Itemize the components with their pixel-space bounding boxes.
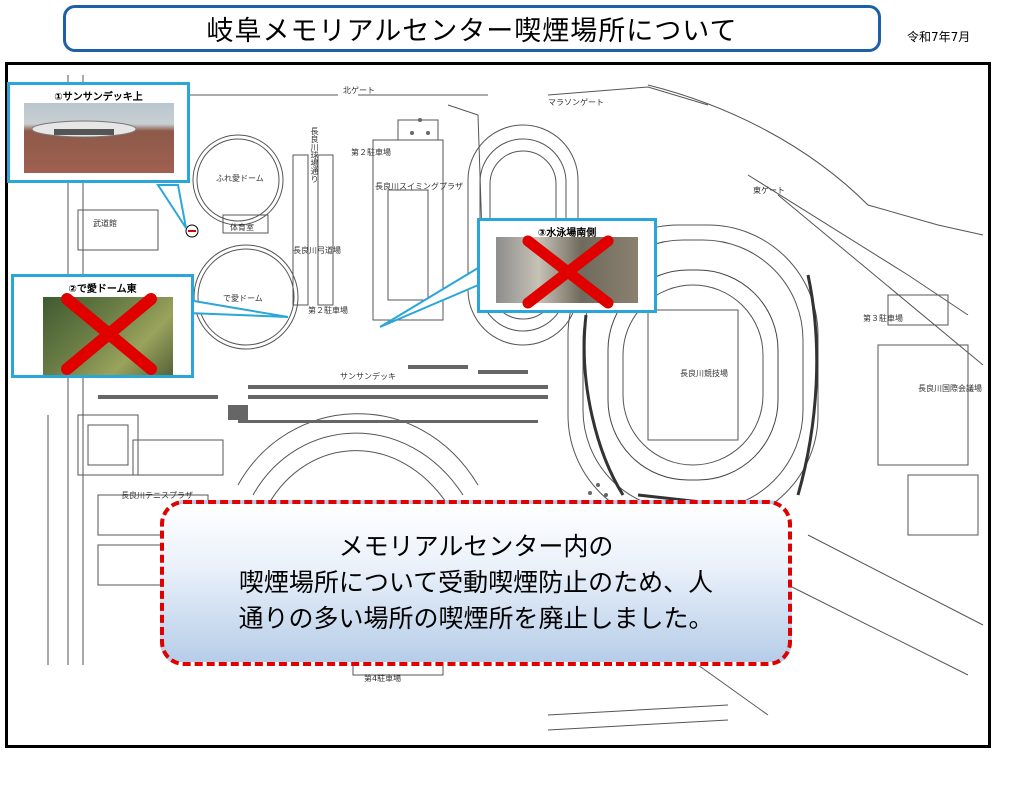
title-box: 岐阜メモリアルセンター喫煙場所について — [63, 5, 881, 52]
notice-line-1: メモリアルセンター内の — [338, 532, 614, 561]
label-marathon-gate: マラソンゲート — [548, 98, 604, 107]
callout-swimming-south: ③水泳場南側 — [477, 218, 657, 313]
deck-roof-shape — [31, 120, 137, 138]
label-archery: 長良川弓道場 — [293, 246, 341, 255]
callout-sunsun-deck: ①サンサンデッキ上 — [7, 82, 190, 183]
label-gym: 体育室 — [230, 223, 254, 232]
label-sunsun-deck: サンサンデッキ — [340, 372, 396, 381]
label-swimming-plaza: 長良川スイミングプラザ — [375, 182, 463, 191]
label-fureai-dome: ふれ愛ドーム — [216, 174, 264, 183]
label-parking-3: 第３駐車場 — [863, 314, 903, 323]
callout-label: ①サンサンデッキ上 — [54, 92, 143, 103]
label-parking-2-mid: 第２駐車場 — [308, 306, 348, 315]
label-parking-2-top: 第２駐車場 — [351, 148, 391, 157]
callout-label: ③水泳場南側 — [537, 228, 597, 239]
notice-line-2: 喫煙場所について受動喫煙防止のため、人 — [238, 568, 714, 597]
notice-line-3: 通りの多い場所の喫煙所を廃止しました。 — [238, 604, 714, 633]
label-north-gate: 北ゲート — [343, 86, 375, 95]
label-vertical-road: 長良川球場通り — [310, 127, 319, 183]
abolished-cross-icon — [61, 293, 157, 375]
label-east-gate: 東ゲート — [753, 186, 785, 195]
label-tennis-plaza: 長良川テニスプラザ — [121, 491, 193, 500]
label-de-ai-dome: で愛ドーム — [223, 294, 263, 303]
photo-sunsun-deck — [24, 103, 174, 173]
date-label: 令和7年7月 — [907, 30, 971, 44]
notice-box: メモリアルセンター内の 喫煙場所について受動喫煙防止のため、人 通りの多い場所の… — [160, 500, 792, 666]
callout-de-ai-dome-east: ②で愛ドーム東 — [11, 274, 194, 378]
page-title: 岐阜メモリアルセンター喫煙場所について — [206, 16, 738, 47]
map-drawing — [47, 75, 984, 731]
callout-label: ②で愛ドーム東 — [68, 284, 137, 295]
label-stadium: 長良川競技場 — [680, 369, 728, 378]
label-intl-hall: 長良川国際会議場 — [918, 384, 982, 393]
label-parking-4: 第4駐車場 — [364, 674, 402, 683]
abolished-cross-icon — [522, 235, 614, 309]
label-budokan: 武道館 — [93, 219, 117, 228]
